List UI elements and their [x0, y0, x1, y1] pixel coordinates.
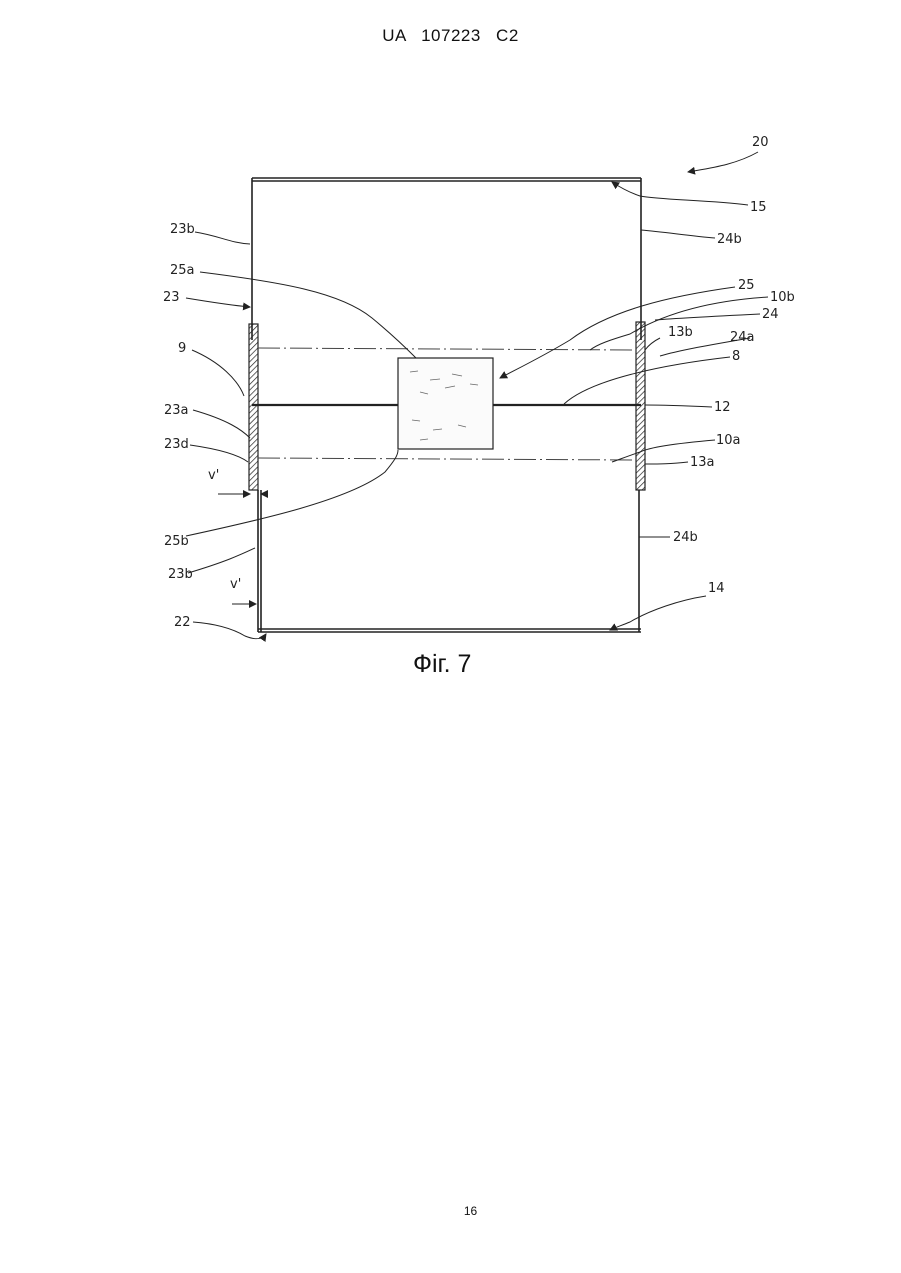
label-v1-top: v' [208, 468, 219, 483]
label-14: 14 [708, 581, 725, 596]
label-25: 25 [738, 278, 755, 293]
label-23b-top: 23b [170, 222, 195, 237]
label-24b-top: 24b [717, 232, 742, 247]
label-23d: 23d [164, 437, 189, 452]
label-10b: 10b [770, 290, 795, 305]
fold-line-10b [258, 348, 636, 350]
label-24a: 24a [730, 330, 755, 345]
page-number: 16 [0, 1204, 901, 1218]
label-15: 15 [750, 200, 767, 215]
label-24b-bottom: 24b [673, 530, 698, 545]
label-v1-bottom: v' [230, 577, 241, 592]
label-12: 12 [714, 400, 731, 415]
label-20: 20 [752, 135, 769, 150]
label-23a: 23a [164, 403, 189, 418]
figure-caption: Фіг. 7 [413, 650, 471, 678]
label-10a: 10a [716, 433, 741, 448]
label-13a: 13a [690, 455, 715, 470]
label-8: 8 [732, 349, 740, 364]
label-23b-bottom: 23b [168, 567, 193, 582]
label-25b: 25b [164, 534, 189, 549]
left-overlap-strip [249, 324, 258, 490]
label-13b: 13b [668, 325, 693, 340]
label-24: 24 [762, 307, 779, 322]
label-9: 9 [178, 341, 186, 356]
fold-line-10a [258, 458, 636, 460]
label-22: 22 [174, 615, 191, 630]
label-25a: 25a [170, 263, 195, 278]
label-23: 23 [163, 290, 180, 305]
